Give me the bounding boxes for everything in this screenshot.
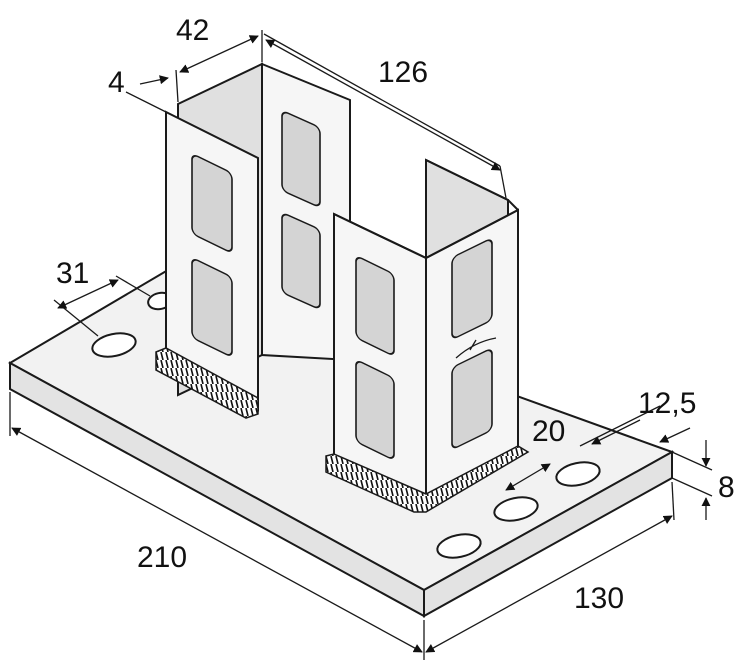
- right-channel-front-slot-1: [451, 239, 493, 339]
- dim-label-4: 4: [108, 66, 125, 99]
- dim-label-42: 42: [176, 14, 209, 47]
- dim-label-126: 126: [378, 56, 428, 89]
- right-channel-front-slot-2: [451, 349, 493, 449]
- dim-label-8: 8: [718, 471, 735, 504]
- right-channel-left-slot-2: [355, 360, 395, 459]
- slot-right-3: [555, 461, 601, 487]
- dim-label-12-5: 12,5: [638, 387, 696, 420]
- right-channel: [325, 158, 530, 513]
- dim-label-31: 31: [56, 257, 89, 290]
- dim-label-130: 130: [574, 582, 624, 615]
- dimension-labels: 42 4 126 31 20 12,5 8 210 130: [56, 14, 735, 615]
- right-channel-left-wall: [333, 212, 427, 502]
- left-channel-slot-1: [281, 111, 321, 207]
- left-channel-front-slot-2: [191, 259, 233, 356]
- slot-left-front: [91, 332, 137, 358]
- right-channel-left-slot-1: [355, 256, 395, 355]
- manufacturer-mark: [455, 337, 497, 359]
- dim-label-20: 20: [532, 415, 565, 448]
- left-channel-slot-2: [281, 213, 321, 309]
- left-channel-weld: [155, 347, 259, 419]
- left-channel-front-slot-1: [191, 155, 233, 252]
- dimension-lines: [9, 30, 713, 660]
- right-channel-lip: [333, 159, 519, 259]
- dim-label-210: 210: [137, 541, 187, 574]
